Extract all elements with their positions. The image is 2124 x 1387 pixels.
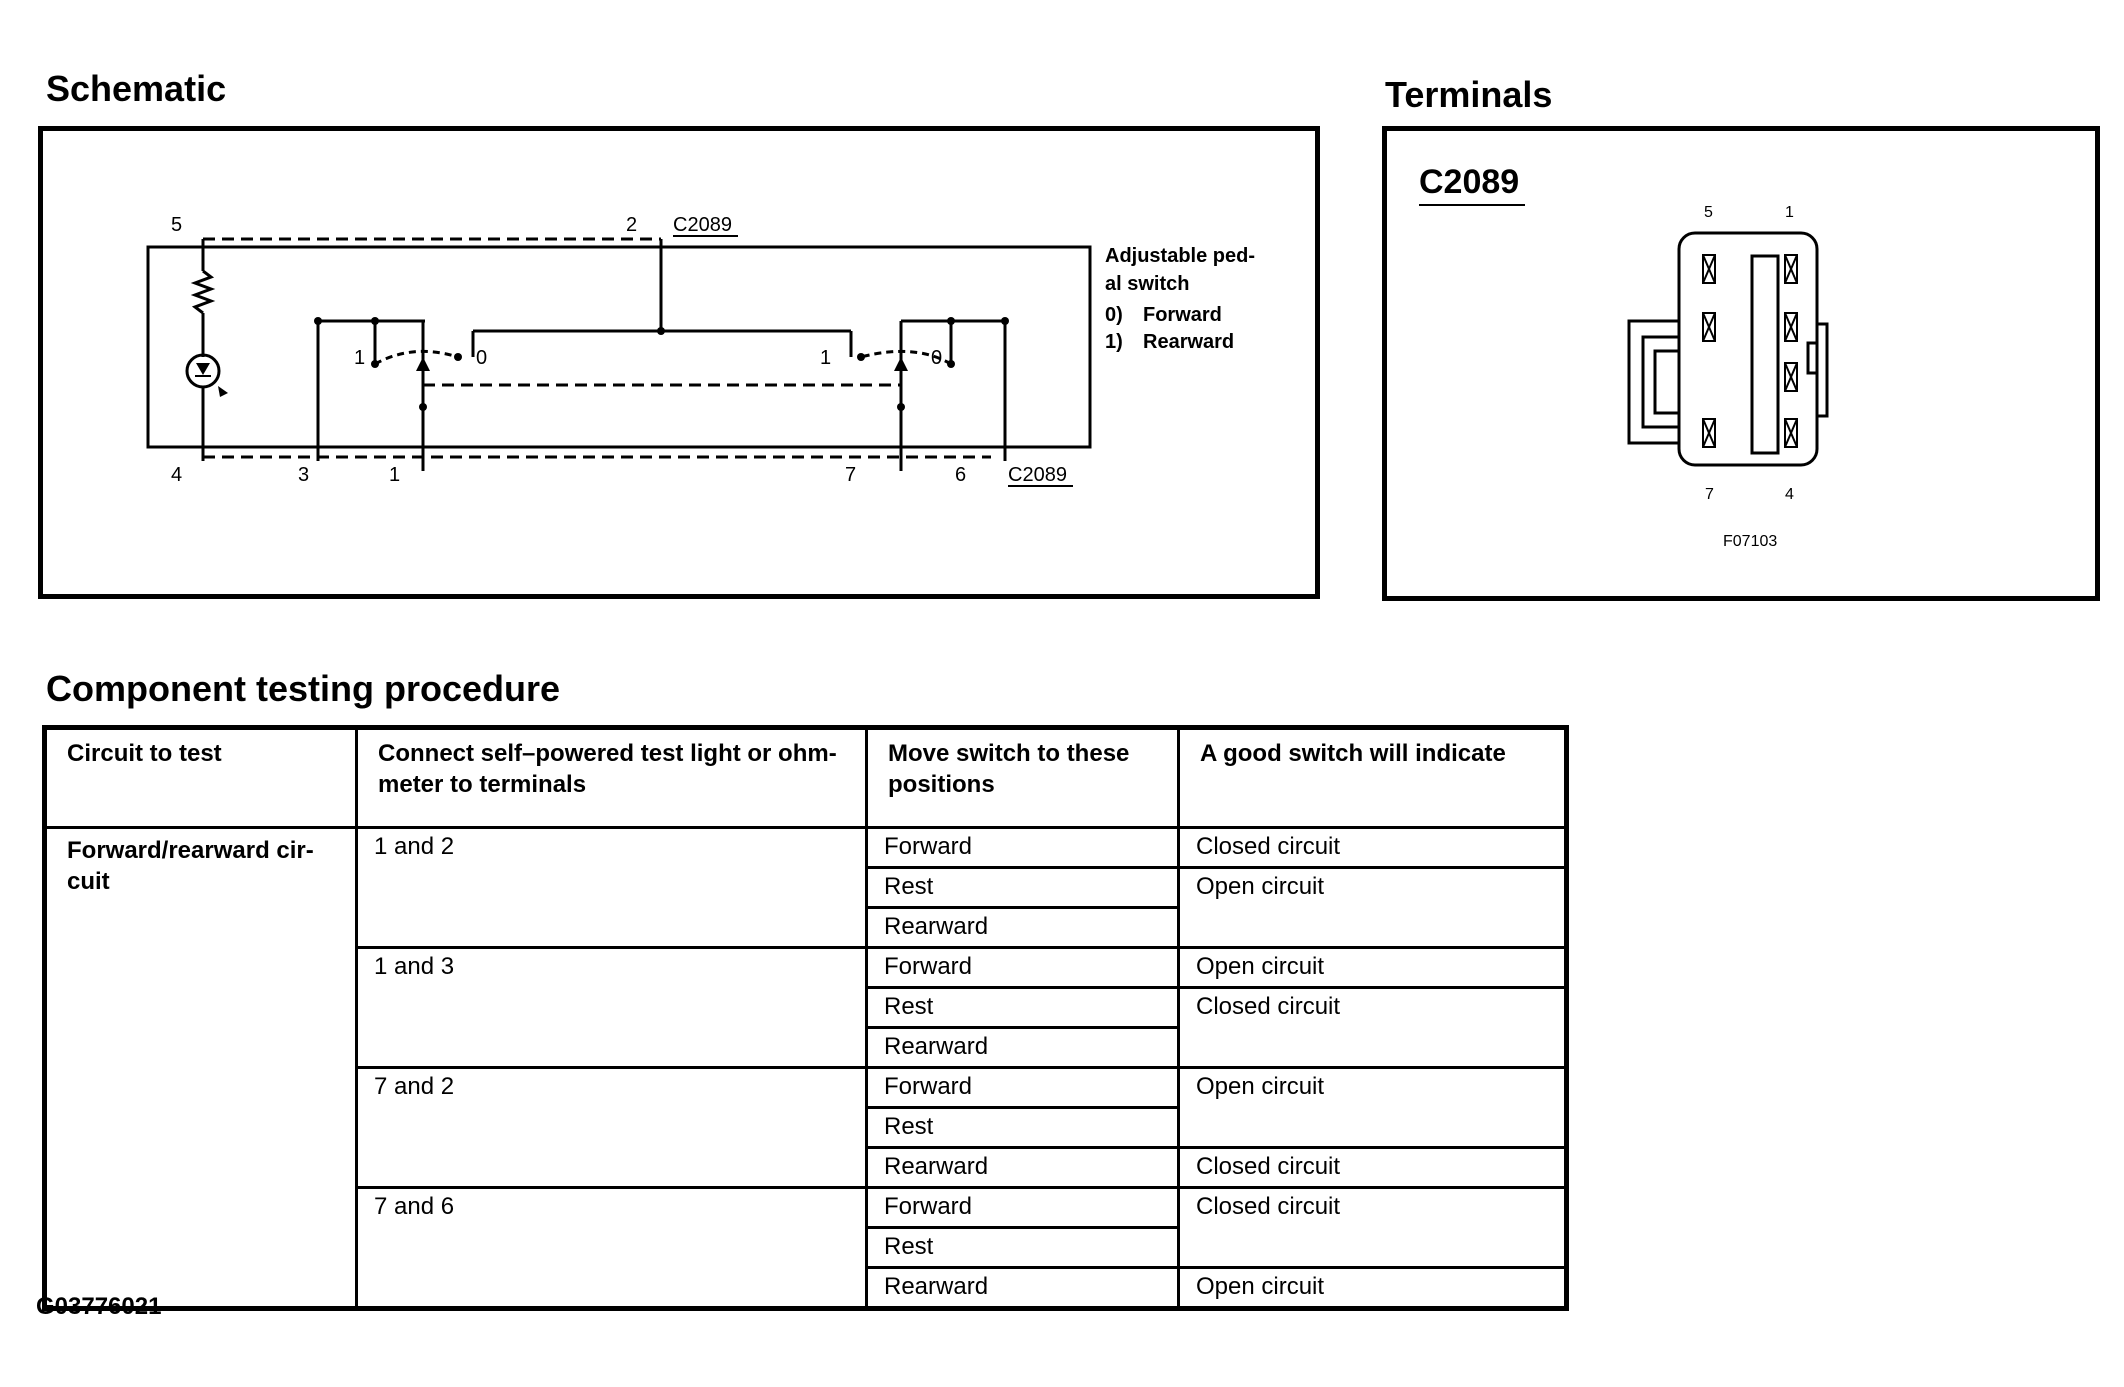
position-cell: Rearward [865,1146,1180,1189]
right-switch-pos-0: 0 [931,347,942,369]
header-good: A good switch will indicate [1177,726,1568,829]
procedure-title: Component testing procedure [46,668,561,709]
position-cell: Forward [865,1066,1180,1109]
legend-item-0-num: 0) [1105,304,1123,326]
right-switch-pos-1: 1 [820,347,831,369]
table-header-row: Circuit to test Connect self–powered tes… [43,726,1568,829]
legend-item-1-label: Rearward [1143,331,1234,353]
table-row: 7 and 6 Forward Closed circuit [45,1186,1568,1310]
terminals-cell: 1 and 2 [355,826,868,949]
table-row: 1 and 3 Forward Open circuit [45,946,1568,1069]
table-row: Rest [45,1106,1567,1149]
terminals-title: Terminals [1385,74,1553,115]
position-cell: Rearward [865,906,1180,949]
indication-cell: Closed circuit [1177,1186,1568,1269]
terminals-cell: 1 and 3 [355,946,868,1069]
terminal-4-label: 4 [1785,486,1794,503]
pin-3-label: 3 [298,464,309,486]
indication-cell: Open circuit [1177,866,1568,949]
position-cell: Rest [865,986,1180,1029]
legend-item-1-num: 1) [1105,331,1123,353]
table-row: Rearward Closed circuit [45,1146,1568,1189]
pin-4-label: 4 [171,464,182,486]
indication-cell: Closed circuit [1177,986,1568,1069]
table-row: Rearward [45,906,1567,949]
position-cell: Rearward [865,1266,1180,1310]
procedure-table: Circuit to test Connect self–powered tes… [42,725,1569,1311]
pin-6-label: 6 [955,464,966,486]
switch-housing [146,245,1092,449]
connector-label-bottom: C2089 [1008,464,1067,486]
table-row: 7 and 2 Forward Open circuit [45,1066,1568,1189]
header-circuit: Circuit to test [43,726,358,829]
position-cell: Forward [865,946,1180,989]
table-row: Rest Open circuit [45,866,1568,949]
left-switch-pos-1: 1 [354,347,365,369]
indication-cell: Closed circuit [1177,826,1568,869]
schematic-frame: 5 2 C2089 4 3 1 7 6 C2089 1 0 1 0 Adjust… [38,126,1320,599]
pin-7-label: 7 [845,464,856,486]
resistor-symbol [190,269,216,315]
terminal-1-label: 1 [1785,204,1794,221]
indication-cell: Closed circuit [1177,1146,1568,1189]
legend-line-1: Adjustable ped- [1105,245,1255,267]
position-cell: Rest [865,866,1180,909]
table-row: Rearward Open circuit [45,1266,1568,1310]
connector-c2089-body [1627,231,1829,467]
indication-cell: Open circuit [1177,946,1568,989]
figure-id: G03776021 [36,1293,162,1320]
table-row: Rest Closed circuit [45,986,1568,1069]
position-cell: Rest [865,1226,1180,1269]
position-cell: Rearward [865,1026,1180,1069]
pin-5-label: 5 [171,214,182,236]
position-cell: Forward [865,1186,1180,1229]
terminals-frame: C2089 5 1 7 4 F07103 [1382,126,2100,601]
table-row: Rest [45,1226,1567,1269]
circuit-cell: Forward/rearward cir-cuit [43,826,358,1310]
position-cell: Forward [865,826,1180,869]
terminals-cell: 7 and 6 [355,1186,868,1310]
terminal-7-label: 7 [1705,486,1714,503]
schematic-diagram: 5 2 C2089 4 3 1 7 6 C2089 1 0 1 0 Adjust… [146,214,1255,487]
legend-line-2: al switch [1105,273,1189,295]
connector-label-top: C2089 [673,214,732,236]
terminals-cell: 7 and 2 [355,1066,868,1189]
table-row: Forward/rearward cir-cuit 1 and 2 Forwar… [43,826,1568,1310]
table-row: Rearward [45,1026,1567,1069]
indication-cell: Open circuit [1177,1066,1568,1149]
header-connect: Connect self–powered test light or ohm-m… [355,726,868,829]
terminal-cavities [1702,254,1798,448]
position-cell: Rest [865,1106,1180,1149]
pin-1-label: 1 [389,464,400,486]
schematic-title: Schematic [46,68,227,109]
legend-item-0-label: Forward [1143,304,1222,326]
pin-2-label: 2 [626,214,637,236]
terminal-5-label: 5 [1704,204,1713,221]
terminals-diagram: C2089 5 1 7 4 F07103 [1419,163,1829,550]
indication-cell: Open circuit [1177,1266,1568,1310]
left-switch-pos-0: 0 [476,347,487,369]
figure-code: F07103 [1723,533,1777,550]
connector-title: C2089 [1419,163,1519,201]
